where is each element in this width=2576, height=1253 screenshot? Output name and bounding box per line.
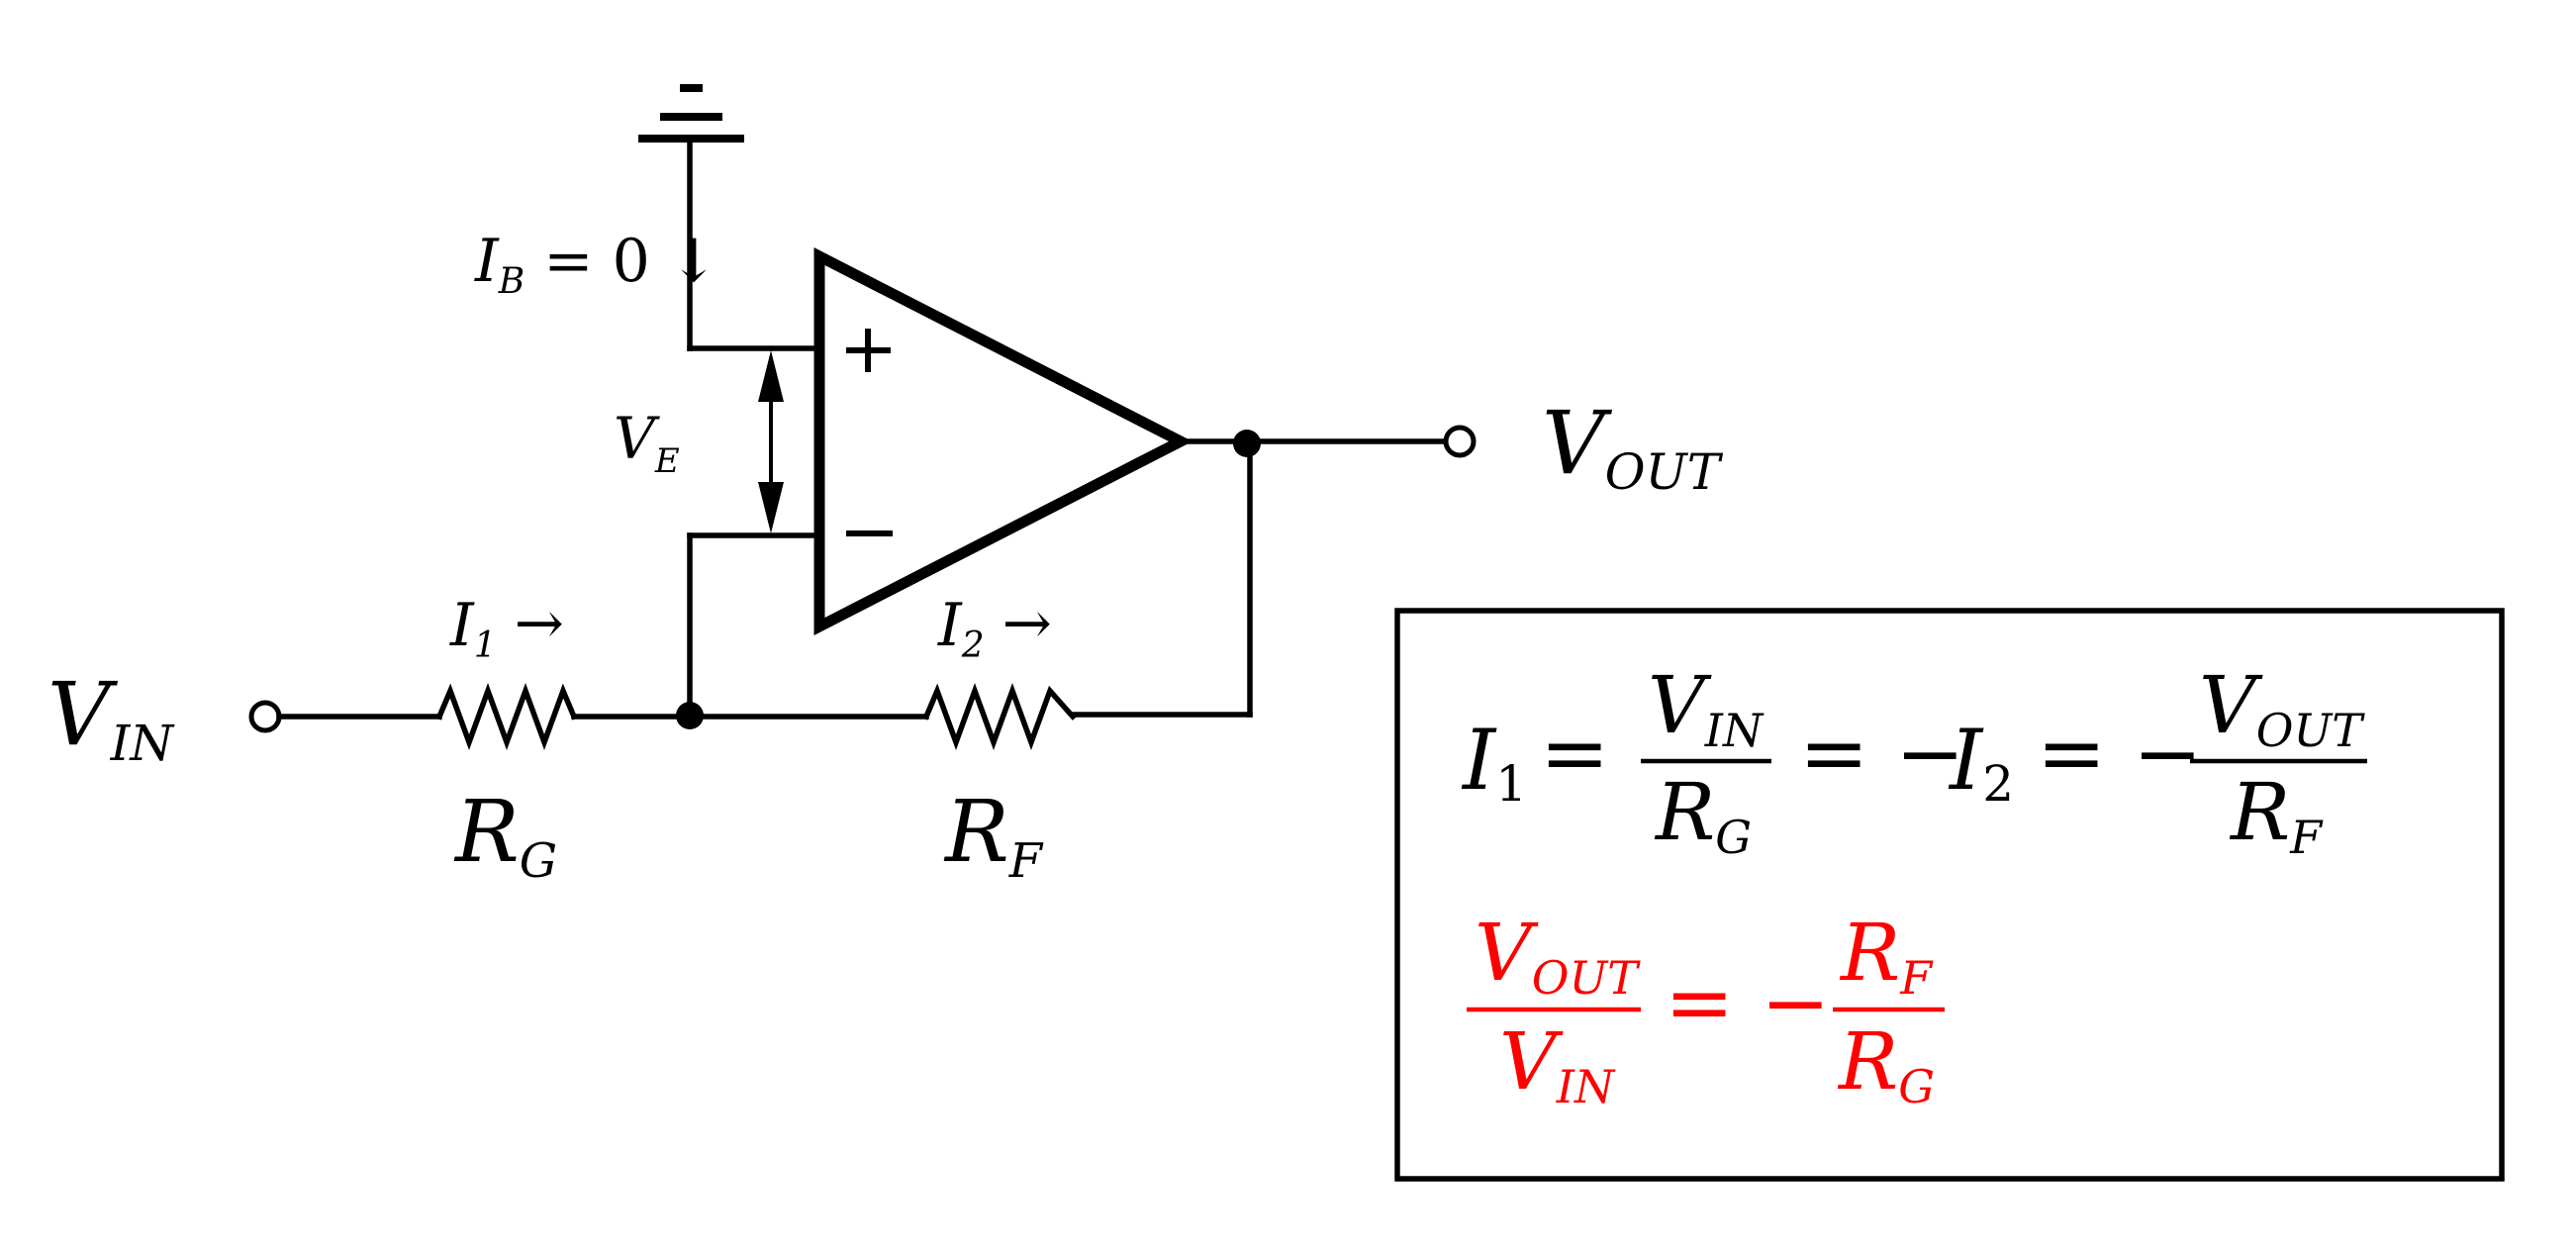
ve-label-main: V xyxy=(614,405,660,472)
eq2-frac2-denominator: RG xyxy=(1837,1015,1935,1113)
vout-label-main: V xyxy=(1542,392,1613,494)
eq2-frac2-den-main: R xyxy=(1837,1015,1898,1108)
ground-symbol xyxy=(638,84,744,351)
eq1-lhs: I1 xyxy=(1461,712,1527,813)
ib-label-main: I xyxy=(474,227,500,296)
vin-label: VIN xyxy=(48,663,175,772)
eq1-frac1-den-main: R xyxy=(1654,766,1715,858)
eq2-frac1-den-sub: IN xyxy=(1556,1060,1616,1113)
i1-label-sub: 1 xyxy=(474,626,497,666)
eq1-lhs-sub: 1 xyxy=(1495,755,1527,813)
vin-label-sub: IN xyxy=(110,715,176,772)
vout-terminal xyxy=(1443,425,1477,458)
i1-label-main: I xyxy=(449,591,475,660)
eq2-frac2-num-sub: F xyxy=(1899,951,1934,1005)
rf-label: RF xyxy=(943,783,1044,889)
eq2-frac2-numerator: RF xyxy=(1839,907,1934,1005)
eq1-frac2-denominator: RF xyxy=(2229,766,2324,864)
vin-label-main: V xyxy=(48,663,119,765)
eq1-frac2-den-main: R xyxy=(2229,766,2290,858)
rf-label-main: R xyxy=(943,783,1009,882)
vin-terminal xyxy=(248,700,282,733)
equation-current-relation: I1 = VIN RG = − I2 = − VOUT RF xyxy=(1461,659,2367,864)
eq1-frac2-num-main: V xyxy=(2199,659,2263,751)
i1-label: I1 → xyxy=(449,589,564,666)
eq2-frac2-den-sub: G xyxy=(1898,1060,1935,1113)
equation-box xyxy=(1394,608,2505,1182)
equation-gain: VOUT VIN = − RF RG xyxy=(1467,907,1945,1113)
eq1-mid: I2 xyxy=(1948,712,2014,813)
i2-label-sub: 2 xyxy=(961,626,985,666)
eq2-frac1-num-main: V xyxy=(1475,907,1539,999)
eq2-frac1-denominator: VIN xyxy=(1499,1015,1616,1113)
resistor-rf xyxy=(922,682,1077,751)
eq1-mid-sub: 2 xyxy=(1982,755,2014,813)
eq1-frac2-num-sub: OUT xyxy=(2256,704,2365,757)
eq2-equals: = − xyxy=(1665,954,1830,1051)
eq1-frac2-den-sub: F xyxy=(2289,811,2324,864)
eq1-frac1-denominator: RG xyxy=(1654,766,1752,864)
plus-sign xyxy=(846,329,891,372)
eq2-frac1-num-sub: OUT xyxy=(1532,951,1641,1005)
output-node-dot xyxy=(1233,430,1261,457)
eq1-frac1-numerator: VIN xyxy=(1648,659,1765,757)
i2-label: I2 → xyxy=(937,589,1052,666)
eq2-frac1-numerator: VOUT xyxy=(1475,907,1641,1005)
rg-label: RG xyxy=(453,783,557,889)
i1-arrow: → xyxy=(515,589,564,658)
resistor-rg xyxy=(435,682,578,751)
ve-label: VE xyxy=(614,405,680,481)
vout-label-sub: OUT xyxy=(1605,443,1724,501)
opamp-triangle xyxy=(813,247,1193,635)
ve-label-sub: E xyxy=(654,441,680,481)
rg-label-sub: G xyxy=(520,833,557,889)
eq2-frac2-num-main: R xyxy=(1839,907,1900,999)
ib-label: IB = 0 ↓ xyxy=(474,227,718,302)
vout-label: VOUT xyxy=(1542,392,1724,501)
eq1-frac1-num-main: V xyxy=(1648,659,1712,751)
ib-label-rest: = 0 ↓ xyxy=(525,227,718,296)
ve-double-arrow xyxy=(758,350,784,533)
eq2-frac1-den-main: V xyxy=(1499,1015,1564,1108)
eq1-frac1-num-sub: IN xyxy=(1704,704,1765,757)
eq1-mid-main: I xyxy=(1948,712,1984,809)
i2-label-main: I xyxy=(937,591,963,660)
eq1-equals-1: = xyxy=(1540,705,1609,802)
ib-label-sub: B xyxy=(498,261,525,302)
i2-arrow: → xyxy=(1002,589,1052,658)
eq1-frac1-den-sub: G xyxy=(1715,811,1752,864)
eq1-frac2-numerator: VOUT xyxy=(2199,659,2365,757)
eq1-lhs-main: I xyxy=(1461,712,1497,809)
eq1-equals-3: = − xyxy=(2037,705,2202,802)
eq1-equals-2: = − xyxy=(1799,705,1964,802)
rf-label-sub: F xyxy=(1008,833,1044,889)
rg-label-main: R xyxy=(453,783,520,882)
